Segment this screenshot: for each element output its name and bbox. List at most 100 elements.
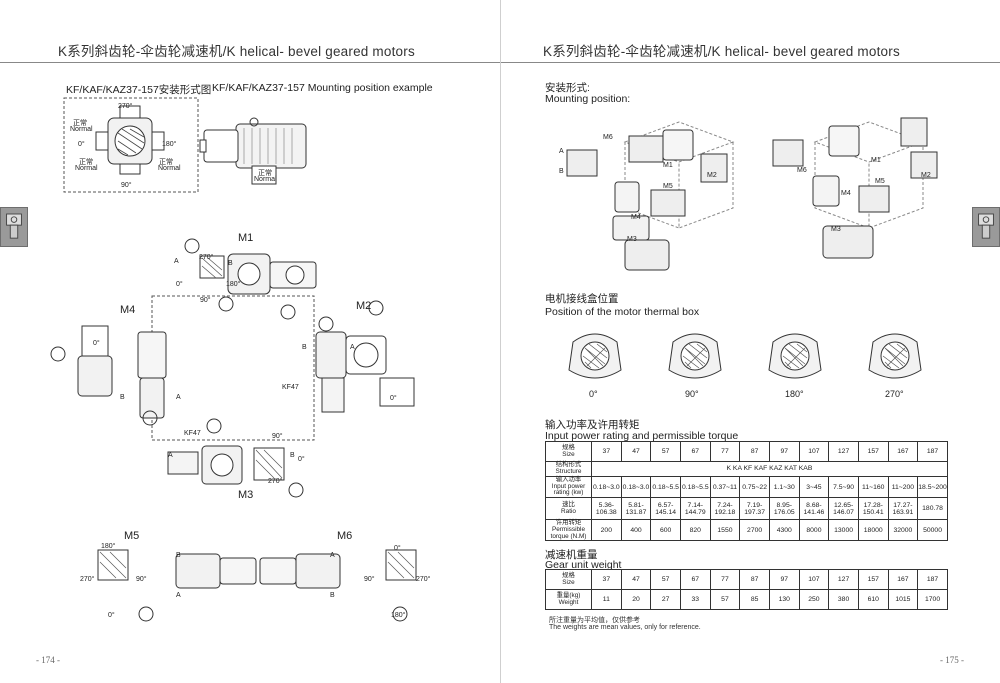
motor-terminal-box-icon [668, 333, 722, 379]
cube-left-m6: M6 [603, 134, 613, 141]
cube-right-m5: M5 [875, 178, 885, 185]
m3-angle-0: 0° [298, 456, 305, 463]
power-cell: 1.1~30 [768, 475, 800, 499]
left-page: K系列斜齿轮-伞齿轮减速机/K helical- bevel geared mo… [0, 44, 500, 665]
power-cell: 11~160 [857, 475, 889, 499]
torque-cell: 13000 [828, 519, 859, 542]
cube-right-m6: M6 [797, 167, 807, 174]
torque-cell: 50000 [917, 519, 948, 542]
position-m5-label: M5 [124, 530, 140, 542]
example-angle-270: 270° [118, 103, 133, 110]
weight-cell: 57 [709, 589, 741, 610]
right-side-tab-thumbnail [972, 207, 1000, 247]
example-angle-180: 180° [162, 141, 177, 148]
m2-angle-0: 0° [390, 395, 397, 402]
ratio-cell: 8.68-141.46 [798, 497, 830, 521]
weight-size-cell: 97 [768, 569, 800, 590]
example-angle-90: 90° [121, 182, 132, 189]
m5-angle-90: 90° [136, 576, 147, 583]
weight-cell: 130 [768, 589, 800, 610]
size-cell: 87 [739, 441, 770, 462]
torque-cell: 4300 [768, 519, 800, 542]
ratio-cell: 12.65-146.07 [828, 497, 859, 521]
power-cell: 0.18~3.0 [591, 475, 622, 499]
ratio-cell: 7.14-144.79 [679, 497, 711, 521]
m6-angle-180: 180° [391, 612, 406, 619]
m3-angle-270: 270° [268, 478, 283, 485]
m1-angle-0: 0° [176, 281, 183, 288]
thermal-box-position-2: 180° [763, 324, 827, 400]
ratio-cell: 180.78 [917, 497, 948, 521]
m5-angle-180: 180° [101, 543, 116, 550]
power-table-title-cn: 输入功率及许用转矩 [545, 419, 640, 431]
mounting-position-title-en: Mounting position: [545, 93, 631, 105]
example-angle-0: 0° [78, 141, 85, 148]
weight-size-cell: 57 [650, 569, 681, 590]
weight-size-cell: 87 [739, 569, 770, 590]
power-cell: 11~200 [887, 475, 919, 499]
power-cell: 0.18~5.5 [679, 475, 711, 499]
right-page: K系列斜齿轮-伞齿轮减速机/K helical- bevel geared mo… [500, 0, 1000, 683]
right-page-number: - 175 - [940, 655, 964, 665]
size-cell: 37 [591, 441, 622, 462]
weight-cell: 1015 [887, 589, 919, 610]
example-motor-normal-en: Normal [254, 176, 277, 183]
size-cell: 97 [768, 441, 800, 462]
weight-cell: 250 [798, 589, 830, 610]
ratio-cell: 6.57-145.14 [650, 497, 681, 521]
power-cell: 7.5~90 [828, 475, 859, 499]
right-header-rule [501, 62, 1000, 63]
ratio-cell: 7.19-197.37 [739, 497, 770, 521]
thermal-angle-label: 90° [685, 389, 699, 399]
left-side-tab-thumbnail [0, 207, 28, 247]
torque-cell: 1550 [709, 519, 741, 542]
mounting-positions-diagram [50, 238, 417, 622]
size-cell: 187 [917, 441, 948, 462]
m6-side-b: B [330, 592, 335, 599]
gearmotor-side-view-drawing [199, 117, 307, 185]
example-normal-en-right: Normal [158, 165, 181, 172]
example-motor-normal-cn: 正常 [258, 170, 272, 177]
cube-right-m1: M1 [871, 157, 881, 164]
thermal-angle-label: 0° [589, 389, 598, 399]
right-page-header: K系列斜齿轮-伞齿轮减速机/K helical- bevel geared mo… [543, 44, 900, 59]
power-cell: 0.18~3.0 [620, 475, 652, 499]
power-cell: 18.5~200 [917, 475, 948, 499]
cube-left-side-a: A [559, 148, 564, 155]
cube-left-m3: M3 [627, 236, 637, 243]
m1-angle-180: 180° [226, 281, 241, 288]
thermal-box-title-en: Position of the motor thermal box [545, 306, 700, 318]
gearbox-front-view-drawing [63, 97, 199, 193]
cube-left-side-b: B [559, 168, 564, 175]
weight-size-cell: 67 [679, 569, 711, 590]
position-m3-label: M3 [238, 489, 254, 501]
weight-table-title-en: Gear unit weight [545, 559, 622, 571]
weight-cell: 11 [591, 589, 622, 610]
mounting-position-cube-left [566, 121, 735, 271]
power-cell: 0.18~5.5 [650, 475, 681, 499]
power-cell: 3~45 [798, 475, 830, 499]
torque-cell: 820 [679, 519, 711, 542]
m5-angle-270: 270° [80, 576, 95, 583]
m6-angle-270: 270° [416, 576, 431, 583]
size-cell: 167 [887, 441, 919, 462]
weight-size-cell: 77 [709, 569, 741, 590]
m4-side-a: A [176, 394, 181, 401]
torque-cell: 2700 [739, 519, 770, 542]
m1-side-b: B [228, 260, 233, 267]
size-cell: 127 [828, 441, 859, 462]
weight-note-cn: 所注重量为平均值，仅供参考 [549, 617, 640, 624]
mounting-position-title-cn: 安装形式: [545, 82, 590, 94]
cube-right-m2: M2 [921, 172, 931, 179]
thermal-angle-label: 270° [885, 389, 904, 399]
position-m6-label: M6 [337, 530, 353, 542]
weight-size-cell: 187 [917, 569, 948, 590]
weight-cell: 27 [650, 589, 681, 610]
